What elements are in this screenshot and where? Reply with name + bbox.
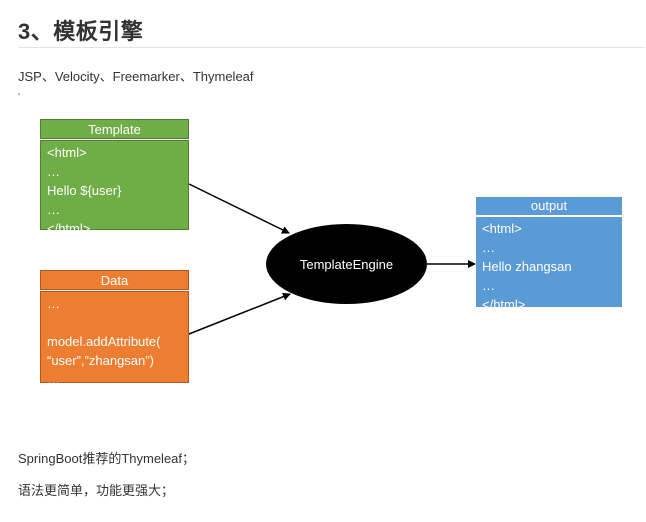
data-line: … bbox=[47, 296, 60, 311]
data-line bbox=[47, 313, 182, 332]
output-line: </html> bbox=[482, 297, 526, 312]
output-box-title: output bbox=[476, 197, 622, 215]
arrow-template-to-engine bbox=[188, 183, 290, 234]
template-line: … bbox=[47, 164, 60, 179]
data-line: “user”,”zhangsan”) bbox=[47, 353, 154, 368]
data-line: … bbox=[47, 372, 60, 387]
section-heading: 3、模板引擎 bbox=[18, 19, 144, 44]
heading-divider bbox=[18, 47, 644, 48]
output-line: <html> bbox=[482, 221, 522, 236]
syntax-text: 语法更简单，功能更强大； bbox=[18, 483, 175, 498]
template-engine-label: TemplateEngine bbox=[299, 256, 394, 272]
recommendation-text: SpringBoot推荐的Thymeleaf； bbox=[18, 451, 196, 466]
template-box-title: Template bbox=[40, 119, 189, 139]
template-line: <html> bbox=[47, 145, 87, 160]
stray-mark: ' bbox=[18, 92, 20, 103]
data-box-body: … model.addAttribute( “user”,”zhangsan”)… bbox=[40, 291, 189, 387]
output-line: … bbox=[482, 240, 495, 255]
output-line: … bbox=[482, 278, 495, 293]
template-engine-node: TemplateEngine bbox=[266, 224, 427, 304]
template-line: </html> bbox=[47, 221, 91, 236]
data-box-title: Data bbox=[40, 270, 189, 290]
template-line: Hello ${user} bbox=[47, 183, 122, 198]
template-line: … bbox=[47, 202, 60, 217]
template-engines-list: JSP、Velocity、Freemarker、Thymeleaf bbox=[18, 69, 254, 84]
template-box-body: <html> … Hello ${user} … </html> bbox=[40, 140, 189, 236]
data-line: model.addAttribute( bbox=[47, 334, 161, 349]
output-line: Hello zhangsan bbox=[482, 259, 572, 274]
output-box-body: <html> … Hello zhangsan … </html> bbox=[476, 217, 622, 312]
arrow-data-to-engine bbox=[188, 292, 291, 335]
